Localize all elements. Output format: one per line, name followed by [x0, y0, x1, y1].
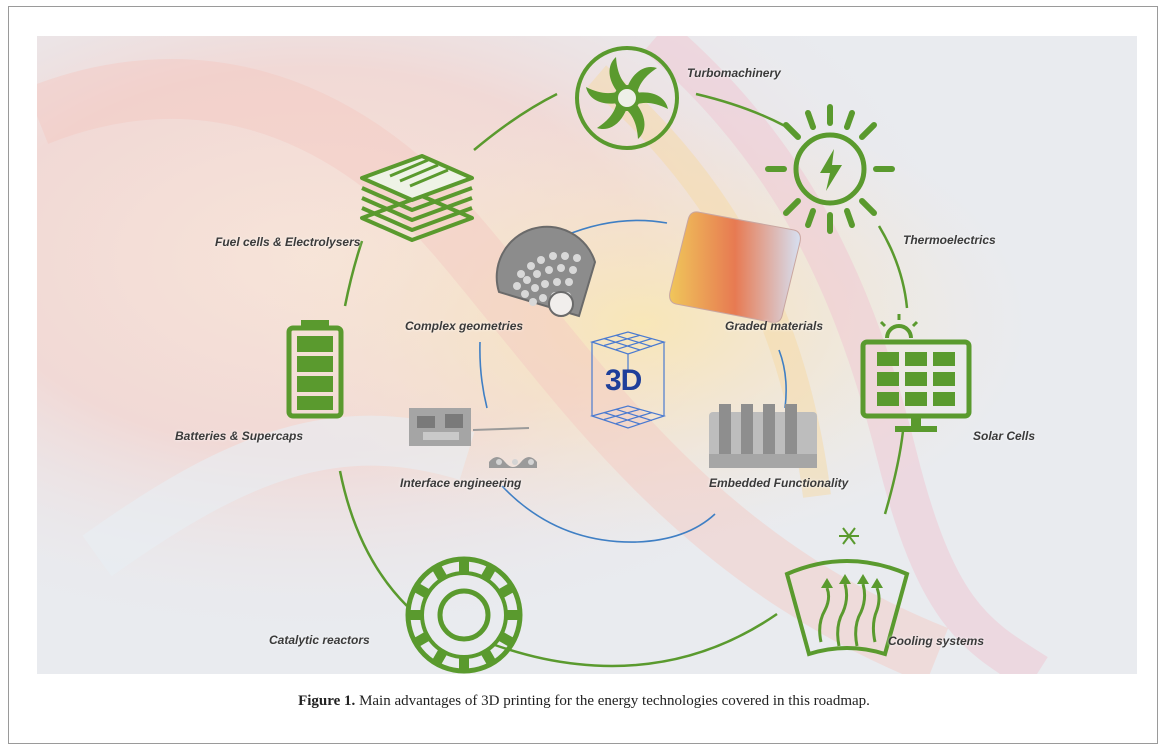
embedded-part-image: [709, 404, 817, 468]
sun-lightning-icon: [765, 104, 895, 234]
caption-figure-number: Figure 1.: [298, 693, 356, 709]
diagram-panel: Turbomachinery Thermoelectrics Solar Cel…: [37, 36, 1137, 674]
label-batteries: Batteries & Supercaps: [175, 429, 304, 443]
stacked-layers-icon: [360, 154, 474, 242]
label-graded-materials: Graded materials: [725, 319, 824, 333]
figure-caption: Figure 1. Main advantages of 3D printing…: [0, 693, 1168, 710]
solar-panel-icon: [860, 314, 972, 432]
label-thermoelectrics: Thermoelectrics: [903, 233, 996, 247]
interface-parts-image: [409, 408, 537, 468]
diagram-svg: [37, 36, 1137, 674]
label-complex-geometries: Complex geometries: [405, 319, 524, 333]
label-solar-cells: Solar Cells: [973, 429, 1036, 443]
bearing-icon: [405, 556, 523, 674]
graded-tile-image: [669, 211, 801, 323]
label-turbomachinery: Turbomachinery: [687, 66, 781, 80]
lattice-part-image: [495, 225, 597, 318]
outer-ring: [338, 92, 909, 668]
caption-text: Main advantages of 3D printing for the e…: [355, 693, 870, 709]
label-cooling-systems: Cooling systems: [888, 634, 985, 648]
battery-icon: [286, 320, 344, 419]
center-3d-logo: 3D: [605, 364, 642, 397]
label-catalytic-reactors: Catalytic reactors: [269, 633, 370, 647]
label-embedded-functionality: Embedded Functionality: [709, 476, 849, 490]
cooling-icon: [784, 527, 910, 657]
fan-icon: [575, 46, 679, 150]
label-interface-engineering: Interface engineering: [400, 476, 522, 490]
cube-wireframe-icon: [589, 331, 667, 429]
inner-ring: [479, 219, 787, 543]
label-fuel-cells: Fuel cells & Electrolysers: [215, 235, 361, 249]
